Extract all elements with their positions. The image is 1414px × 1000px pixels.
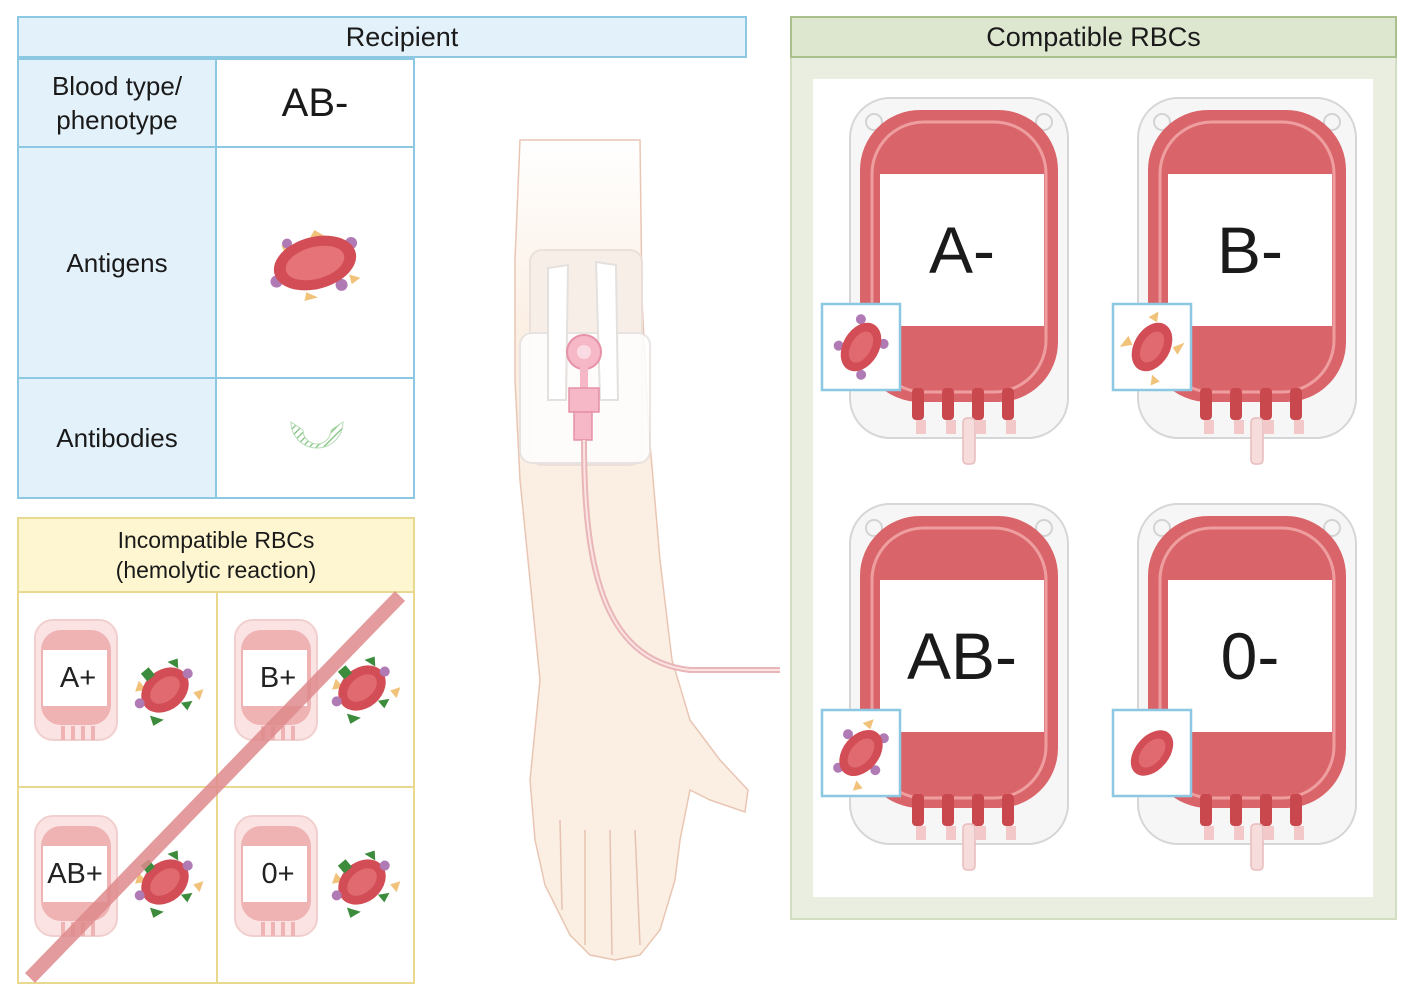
bag-ab-minus-label: AB- bbox=[906, 619, 1018, 693]
incompatible-header-line2: (hemolytic reaction) bbox=[115, 557, 317, 583]
blood-type-value: AB- bbox=[217, 60, 413, 148]
recipient-table: Blood type/ phenotype AB- Antigens Antib… bbox=[17, 58, 415, 499]
incompatible-header: Incompatible RBCs (hemolytic reaction) bbox=[17, 517, 415, 593]
rbc-with-a-and-b-antigens-icon bbox=[270, 230, 361, 302]
recipient-header: Recipient bbox=[17, 16, 747, 58]
antigens-label: Antigens bbox=[19, 148, 217, 379]
recipient-header-label: Recipient bbox=[345, 21, 459, 52]
rbc-a-antigen-icon bbox=[820, 302, 902, 392]
antibodies-value bbox=[217, 379, 413, 497]
antibodies-label: Antibodies bbox=[19, 379, 217, 497]
bag-ab-plus-label: AB+ bbox=[47, 857, 103, 890]
bag-a-plus-label: A+ bbox=[59, 661, 97, 694]
bag-0-minus-label: 0- bbox=[1220, 619, 1280, 693]
rbc-no-antigen-icon bbox=[1111, 708, 1193, 798]
bag-a-minus-label: A- bbox=[929, 213, 995, 287]
compatible-header: Compatible RBCs bbox=[790, 16, 1397, 58]
antigens-value bbox=[217, 148, 413, 379]
bag-b-plus-label: B+ bbox=[259, 661, 297, 694]
blood-type-label: Blood type/ phenotype bbox=[19, 60, 217, 148]
bag-0-plus-label: 0+ bbox=[261, 857, 295, 890]
bag-b-minus-label: B- bbox=[1217, 213, 1283, 287]
compatible-header-label: Compatible RBCs bbox=[986, 21, 1201, 52]
rbc-b-antigen-icon bbox=[1111, 302, 1193, 392]
rbc-ab-antigen-icon bbox=[820, 708, 902, 798]
incompatible-header-line1: Incompatible RBCs bbox=[117, 527, 315, 553]
anti-rh-antibody-icon bbox=[290, 421, 344, 449]
